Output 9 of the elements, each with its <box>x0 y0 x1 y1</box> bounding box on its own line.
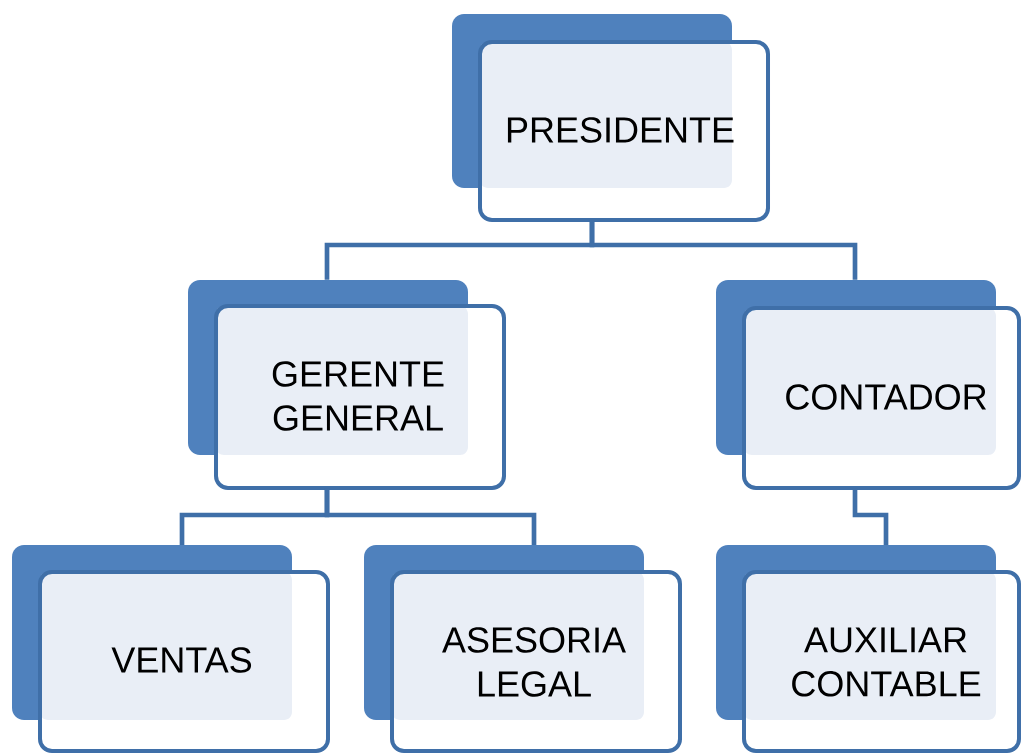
connector <box>589 219 858 280</box>
org-box: PRESIDENTE <box>452 14 770 222</box>
connector <box>324 488 537 546</box>
org-box: CONTADOR <box>716 280 1021 490</box>
connector <box>852 488 889 546</box>
org-box: ASESORIA LEGAL <box>364 545 682 753</box>
org-box: AUXILIAR CONTABLE <box>716 545 1021 753</box>
org-box: VENTAS <box>12 545 330 753</box>
org-box: GERENTE GENERAL <box>188 280 506 490</box>
